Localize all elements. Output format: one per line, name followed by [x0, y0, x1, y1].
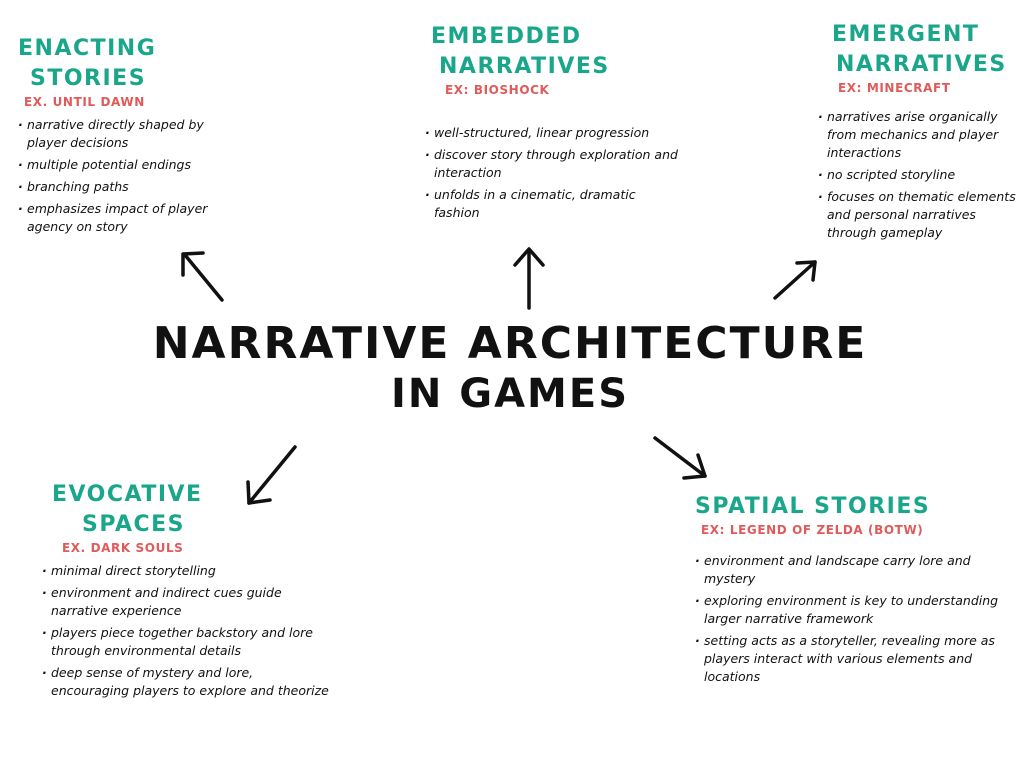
list-item: branching paths — [18, 178, 218, 196]
node-example: EX. UNTIL DAWN — [24, 95, 145, 109]
node-spatial-stories: SPATIAL STORIES EX: LEGEND OF ZELDA (BOT… — [695, 492, 1010, 690]
node-emergent-narratives: EMERGENT NARRATIVES EX: MINECRAFT narrat… — [818, 20, 1018, 246]
list-item: unfolds in a cinematic, dramatic fashion — [425, 186, 685, 222]
list-item: environment and landscape carry lore and… — [695, 552, 1010, 588]
list-item: players piece together backstory and lor… — [42, 624, 332, 660]
node-heading: EVOCATIVE SPACES — [42, 480, 332, 540]
list-item: exploring environment is key to understa… — [695, 592, 1010, 628]
list-item: minimal direct storytelling — [42, 562, 332, 580]
list-item: focuses on thematic elements and persona… — [818, 188, 1018, 242]
node-heading-line: NARRATIVES — [836, 52, 1007, 77]
list-item: narrative directly shaped by player deci… — [18, 116, 218, 152]
node-bullet-list: narrative directly shaped by player deci… — [18, 116, 218, 236]
list-item: emphasizes impact of player agency on st… — [18, 200, 218, 236]
node-heading: EMBEDDED NARRATIVES — [425, 22, 685, 82]
title-line-1: NARRATIVE ARCHITECTURE — [152, 318, 868, 369]
node-example: EX: BIOSHOCK — [445, 83, 550, 97]
list-item: setting acts as a storyteller, revealing… — [695, 632, 1010, 686]
node-heading-line: EMERGENT — [832, 22, 980, 47]
node-heading-line: EVOCATIVE — [52, 482, 203, 507]
arrow-to-enacting-stories — [181, 251, 224, 302]
node-evocative-spaces: EVOCATIVE SPACES EX. DARK SOULS minimal … — [42, 480, 332, 704]
node-heading-line: SPATIAL STORIES — [695, 494, 931, 519]
arrow-to-spatial-stories — [653, 436, 707, 480]
node-heading-line: EMBEDDED — [431, 24, 582, 49]
node-bullet-list: narratives arise organically from mechan… — [818, 108, 1018, 242]
node-heading: EMERGENT NARRATIVES — [818, 20, 1018, 80]
node-heading-line: STORIES — [30, 66, 147, 91]
node-bullet-list: environment and landscape carry lore and… — [695, 552, 1010, 686]
list-item: no scripted storyline — [818, 166, 1018, 184]
list-item: well-structured, linear progression — [425, 124, 685, 142]
node-enacting-stories: ENACTING STORIES EX. UNTIL DAWN narrativ… — [18, 34, 218, 240]
arrow-to-embedded-narratives — [513, 247, 545, 310]
node-bullet-list: minimal direct storytelling environment … — [42, 562, 332, 700]
node-heading-line: SPACES — [82, 512, 185, 537]
node-heading: SPATIAL STORIES — [695, 492, 1010, 522]
node-example: EX. DARK SOULS — [62, 541, 184, 555]
node-heading-line: ENACTING — [18, 36, 157, 61]
list-item: discover story through exploration and i… — [425, 146, 685, 182]
list-item: environment and indirect cues guide narr… — [42, 584, 332, 620]
title-line-2: IN GAMES — [390, 371, 629, 417]
list-item: deep sense of mystery and lore, encourag… — [42, 664, 332, 700]
arrow-to-evocative-spaces — [246, 445, 297, 505]
list-item: multiple potential endings — [18, 156, 218, 174]
node-heading-line: NARRATIVES — [439, 54, 610, 79]
node-embedded-narratives: EMBEDDED NARRATIVES EX: BIOSHOCK well-st… — [425, 22, 685, 226]
diagram-title: NARRATIVE ARCHITECTURE IN GAMES — [150, 318, 870, 418]
node-bullet-list: well-structured, linear progression disc… — [425, 124, 685, 222]
arrow-to-emergent-narratives — [773, 260, 817, 300]
list-item: narratives arise organically from mechan… — [818, 108, 1018, 162]
node-example: EX: LEGEND OF ZELDA (BOTW) — [701, 523, 924, 537]
node-heading: ENACTING STORIES — [18, 34, 218, 94]
node-example: EX: MINECRAFT — [838, 81, 951, 95]
